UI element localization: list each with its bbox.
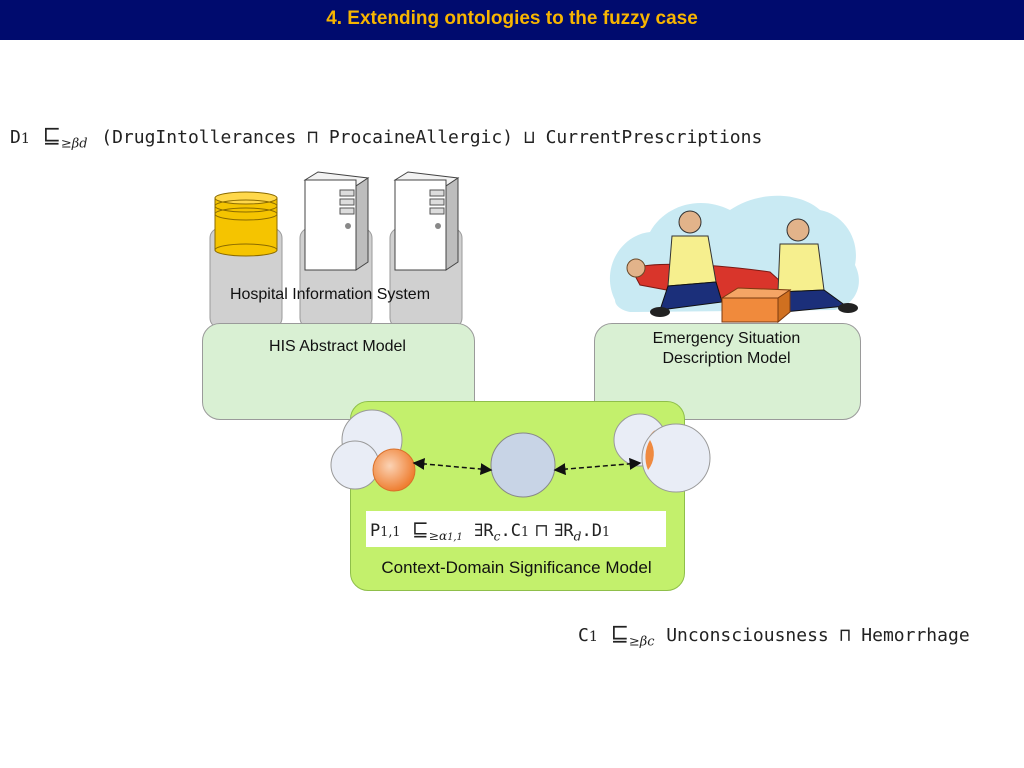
formula-p11-rel-sub: 1,1 (447, 532, 463, 544)
subsumption-symbol: ⊑ (603, 622, 629, 647)
emergency-concept-circles (613, 413, 711, 493)
formula-p11-lhs: P (370, 521, 381, 541)
formula-p11-end-sub: 1 (602, 525, 611, 540)
formula-c1-lhs: C (578, 625, 589, 646)
formula-p11-mid: .C (500, 521, 521, 541)
his-concept-circles (330, 409, 416, 492)
his-abstract-model-label: HIS Abstract Model (269, 338, 406, 355)
formula-p11-lhs-sub: 1,1 (380, 525, 401, 540)
formula-d1: D1 ⊑≥βd (DrugIntollerances ⊓ ProcaineAll… (10, 124, 762, 152)
formula-d1-rel: ≥βd (60, 136, 88, 152)
formula-c1-rel: ≥βc (628, 634, 655, 650)
hospital-information-system-label: Hospital Information System (229, 286, 431, 303)
server-icon (303, 171, 370, 271)
page-title: 4. Extending ontologies to the fuzzy cas… (326, 8, 698, 29)
exists-symbol: ∃ (554, 521, 564, 541)
intersection-symbol: ⊓ (534, 521, 549, 541)
context-domain-model-label: Context-Domain Significance Model (381, 558, 652, 577)
formula-p11-rel: ≥α1,1 (428, 529, 463, 544)
title-bar (0, 0, 1024, 40)
bidirectional-arrow-right (553, 457, 642, 476)
formula-p11-r1-sub: c (493, 529, 501, 544)
formula-c1-body: Unconsciousness ⊓ Hemorrhage (666, 625, 970, 646)
formula-p11-mid-sub: 1 (521, 525, 530, 540)
emergency-model-label-line1: Emergency Situation (652, 330, 801, 347)
formula-c1-rel-sub: c (647, 634, 655, 650)
formula-d1-lhs: D (10, 127, 21, 148)
formula-c1: C1 ⊑≥βc Unconsciousness ⊓ Hemorrhage (578, 622, 970, 650)
context-concept-circle (490, 432, 556, 498)
subsumption-symbol: ⊑ (405, 518, 429, 541)
p11-formula-box (366, 511, 666, 547)
formula-p11-r1: R (483, 521, 494, 541)
emergency-scene-icon (609, 195, 859, 324)
subsumption-symbol: ⊑ (35, 124, 61, 149)
formula-p11-end: .D (581, 521, 602, 541)
formula-c1-lhs-sub: 1 (588, 629, 598, 645)
formula-d1-lhs-sub: 1 (20, 131, 30, 147)
server-icon (393, 171, 460, 271)
exists-symbol: ∃ (474, 521, 484, 541)
emergency-model-label-line2: Description Model (662, 350, 791, 367)
formula-p11-r2-sub: d (573, 529, 582, 544)
formula-d1-body: (DrugIntollerances ⊓ ProcaineAllergic) ⊔… (101, 127, 763, 148)
formula-p11: P1,1 ⊑≥α1,1 ∃Rc.C1 ⊓ ∃Rd.D1 (370, 518, 610, 543)
bidirectional-arrow-left (412, 457, 493, 476)
formula-d1-rel-sub: d (79, 136, 88, 152)
database-icon (214, 191, 278, 257)
formula-p11-r2: R (563, 521, 574, 541)
